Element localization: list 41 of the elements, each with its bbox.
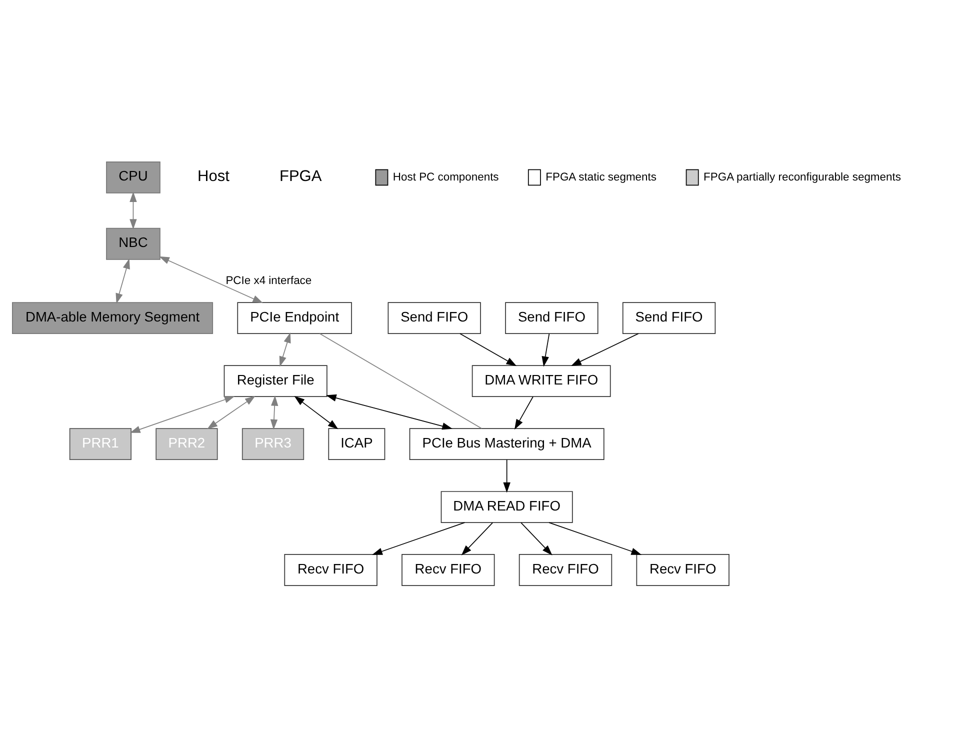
- node-box: DMA READ FIFO: [440, 491, 573, 523]
- node-box: Recv FIFO: [636, 554, 730, 586]
- arrow: [270, 395, 278, 430]
- arrow: [294, 396, 338, 430]
- arrow: [461, 522, 494, 556]
- node-box: CPU: [106, 161, 160, 194]
- node-box: NBC: [106, 228, 160, 260]
- arrow: [520, 522, 552, 556]
- node-box: Recv FIFO: [284, 554, 378, 586]
- node-box: Recv FIFO: [402, 554, 495, 586]
- connector: [319, 333, 482, 429]
- arrow: [326, 394, 453, 430]
- arrow: [570, 333, 639, 366]
- node-box: DMA WRITE FIFO: [472, 365, 611, 398]
- node-box: Send FIFO: [388, 302, 481, 334]
- legend-label: Host PC components: [392, 171, 499, 184]
- legend-label: FPGA partially reconfigurable segments: [704, 171, 901, 184]
- arrow: [548, 522, 642, 555]
- arrow: [116, 258, 130, 304]
- node-box: DMA-able Memory Segment: [12, 302, 214, 334]
- arrow: [460, 333, 517, 366]
- arrow: [130, 192, 137, 230]
- node-box: Recv FIFO: [518, 554, 612, 586]
- legend-label: FPGA static segments: [546, 171, 656, 184]
- edge-label: PCIe x4 interface: [226, 274, 312, 287]
- label: Host: [198, 168, 230, 186]
- arrow: [159, 256, 264, 304]
- node-box: Send FIFO: [505, 302, 598, 334]
- arrow: [207, 396, 256, 430]
- arrow: [279, 332, 291, 367]
- arrow: [503, 459, 510, 493]
- arrow: [542, 333, 550, 367]
- node-box: Send FIFO: [622, 302, 716, 334]
- node-box: PCIe Bus Mastering + DMA: [409, 428, 604, 460]
- node-box: ICAP: [328, 428, 386, 460]
- arrow: [372, 522, 466, 555]
- node-box: Register File: [224, 365, 328, 398]
- arrow: [130, 396, 235, 433]
- node-box: PCIe Endpoint: [237, 302, 352, 334]
- label: FPGA: [279, 168, 322, 186]
- arrow: [514, 396, 534, 430]
